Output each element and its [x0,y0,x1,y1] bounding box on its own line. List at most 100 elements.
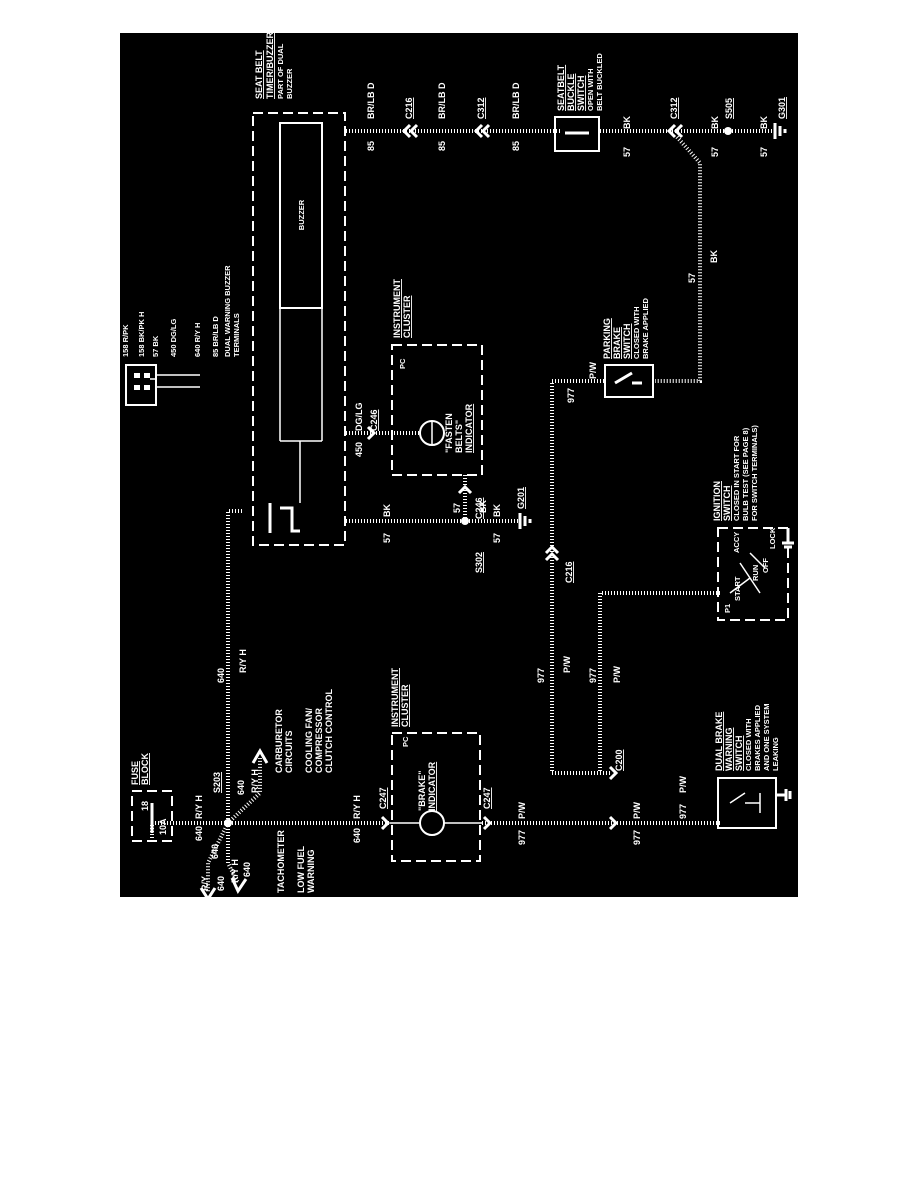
svg-text:BLOCK: BLOCK [140,753,150,785]
svg-text:CLUSTER: CLUSTER [402,295,412,338]
svg-text:TIMER/BUZZER: TIMER/BUZZER [265,33,275,99]
svg-text:INDICATOR: INDICATOR [464,403,474,453]
svg-text:RUN: RUN [751,565,760,581]
branch-destination-labels: CARBURETOR CIRCUITS COOLING FAN/ COMPRES… [274,689,334,893]
svg-text:START: START [733,576,742,601]
svg-text:DUAL WARNING BUZZER: DUAL WARNING BUZZER [223,265,232,357]
wire-85-labels: BR/LB D 85 BR/LB D 85 BR/LB D 85 [366,82,521,151]
wiring-diagram: BUZZER SEAT BELT TIMER/BUZZER PART OF DU… [120,33,798,897]
svg-text:CLOSED WITH: CLOSED WITH [744,719,753,772]
svg-text:C247: C247 [378,787,388,809]
svg-text:IGNITION: IGNITION [712,481,722,521]
svg-text:640: 640 [236,780,246,795]
parking-brake-contact [614,371,642,385]
connector-c216-upper: C216 [401,97,419,139]
wire-640-fuse-to-s203 [150,821,228,841]
svg-text:R/Y H: R/Y H [250,769,260,793]
connector-c246-lower: C246 [457,484,484,519]
dual-brake-switch-box [717,777,777,829]
svg-text:BK: BK [710,116,720,129]
svg-text:CARBURETOR: CARBURETOR [274,709,284,773]
svg-text:85: 85 [437,141,447,151]
svg-text:FUSE: FUSE [130,761,140,785]
svg-text:158 BK/PK H: 158 BK/PK H [137,312,146,357]
diagram-svg: BUZZER SEAT BELT TIMER/BUZZER PART OF DU… [121,33,794,897]
svg-text:C200: C200 [614,749,624,771]
svg-text:977: 977 [632,830,642,845]
svg-text:ACCY: ACCY [732,532,741,553]
connector-c200: C200 [608,749,624,831]
svg-text:18: 18 [140,801,150,811]
ignition-switch-box [717,527,789,621]
svg-text:450 DG/LG: 450 DG/LG [169,318,178,357]
svg-text:PC: PC [398,358,407,369]
instrument-cluster-upper-box [391,344,483,476]
branch-wire-labels: 640 R/Y H R/Y H 640 640 R/Y 640 [200,769,260,891]
wire-bk-mid-label: BK [709,250,719,263]
svg-text:57: 57 [622,147,632,157]
svg-text:640: 640 [210,844,220,859]
ground-g301: G301 [773,97,787,139]
svg-text:C246: C246 [474,497,484,519]
wire-branch-low-fuel [226,823,240,884]
svg-text:977: 977 [517,830,527,845]
wire-57-mid-label: 57 [687,273,697,283]
wire-57-labels-upper: BK 57 BK 57 BK 57 [622,116,769,157]
connector-c312-upper: C312 [473,97,491,139]
wire-977-to-parking-brake [550,379,610,775]
svg-text:P/W: P/W [517,801,527,819]
svg-text:P/W: P/W [588,361,598,379]
wire-450-label: 450 [354,442,364,457]
svg-text:LOCK: LOCK [768,527,777,549]
svg-text:CIRCUITS: CIRCUITS [284,731,294,774]
svg-text:85 BR/LB D: 85 BR/LB D [211,316,220,357]
svg-text:INDICATOR: INDICATOR [427,761,437,811]
wire-977-vertical-labels: 977 P/W 977 P/W [536,361,598,683]
svg-text:C246: C246 [369,409,379,431]
svg-text:C312: C312 [669,97,679,119]
svg-text:WARNING: WARNING [306,850,316,894]
svg-text:977: 977 [536,668,546,683]
arrow-carburetor [251,748,269,764]
parking-brake-labels: PARKING BRAKE SWITCH CLOSED WITH BRAKE A… [602,297,650,359]
svg-text:977: 977 [566,388,576,403]
buzzer-label: BUZZER [297,199,306,230]
svg-text:C216: C216 [564,561,574,583]
svg-text:C216: C216 [404,97,414,119]
seatbelt-module-box [252,112,346,546]
wire-640-top-label: 640 [194,826,204,841]
module-internal-contacts [268,503,300,533]
ground-g201: G201 [516,487,532,529]
svg-text:TACHOMETER: TACHOMETER [276,830,286,893]
svg-text:SWITCH: SWITCH [722,486,732,522]
svg-text:57: 57 [710,147,720,157]
instrument-cluster-lower-box [391,732,481,862]
wire-57-bk-to-parking-brake [655,135,702,383]
svg-text:BRAKE: BRAKE [612,327,622,359]
svg-text:AND ONE SYSTEM: AND ONE SYSTEM [762,703,771,771]
svg-text:57: 57 [452,503,462,513]
svg-text:R/Y H: R/Y H [230,859,240,883]
wire-pw-ign-label: P/W [612,665,622,683]
svg-text:P/W: P/W [562,655,572,673]
svg-text:BK: BK [478,500,488,513]
svg-text:57 BK: 57 BK [151,335,160,357]
svg-text:BR/LB D: BR/LB D [511,82,521,119]
connector-c246-upper: C246 [366,409,379,441]
svg-text:S505: S505 [724,98,734,119]
wire-640-label: 640 [216,668,226,683]
svg-text:S203: S203 [212,772,222,793]
splice-s505: S505 [724,98,734,135]
svg-text:COOLING FAN/: COOLING FAN/ [304,708,314,773]
dual-brake-labels: DUAL BRAKE WARNING SWITCH CLOSED WITH BR… [714,703,780,771]
svg-text:BK: BK [492,504,502,517]
svg-text:BR/LB D: BR/LB D [437,82,447,119]
svg-text:SWITCH: SWITCH [622,324,632,360]
wire-977-ign-label: 977 [588,668,598,683]
buckle-switch-labels: SEATBELT BUCKLE SWITCH OPEN WITH BELT BU… [556,53,604,111]
svg-text:SWITCH: SWITCH [576,76,586,112]
svg-text:SEAT BELT: SEAT BELT [254,50,264,99]
buzzer-terminal-labels: 158 R/PK 158 BK/PK H 57 BK 450 DG/LG 640… [121,265,241,357]
svg-text:"BRAKE": "BRAKE" [417,770,427,811]
arrow-low-fuel [230,877,248,895]
